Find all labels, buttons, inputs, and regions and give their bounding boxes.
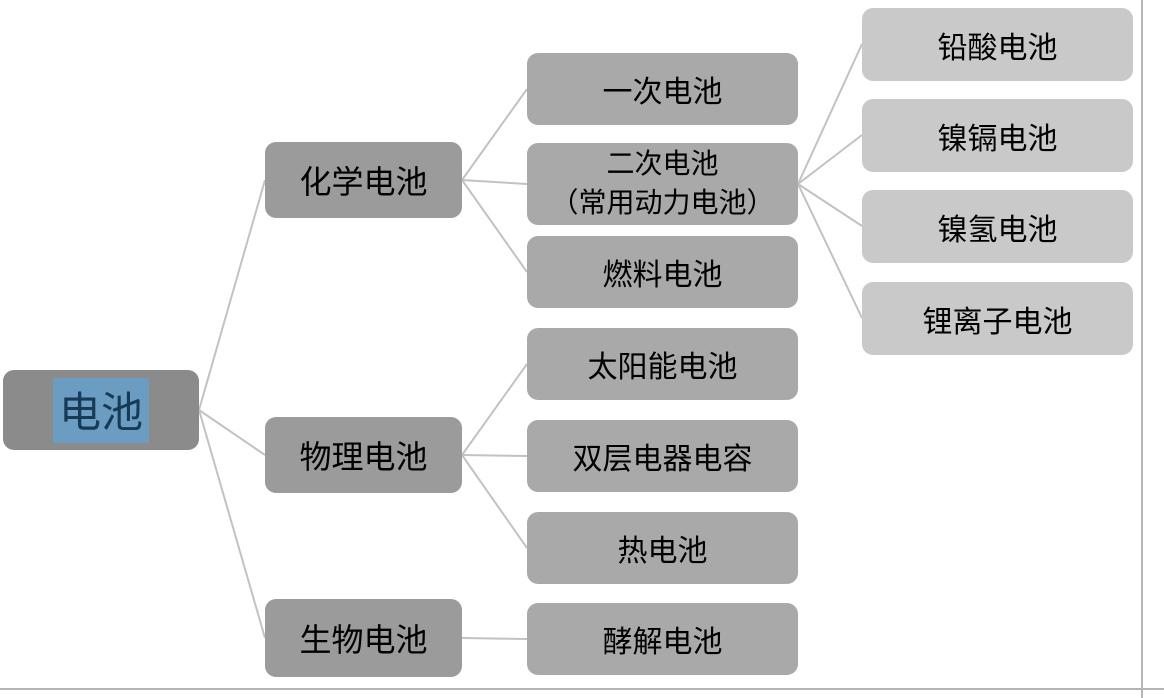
node-label-line1: 二次电池 [606, 148, 719, 180]
node-nickel-cadmium-battery[interactable]: 镍镉电池 [862, 99, 1133, 172]
node-label: 铅酸电池 [937, 31, 1058, 65]
node-label: 镍镉电池 [937, 122, 1058, 156]
node-lithium-ion-battery[interactable]: 锂离子电池 [862, 282, 1133, 355]
connector-root-physical [198, 409, 266, 456]
node-primary-battery[interactable]: 一次电池 [527, 53, 798, 125]
node-label-line2: （常用动力电池） [550, 188, 775, 219]
node-battery-root[interactable]: 电池 [3, 370, 199, 450]
page-edge-right [1141, 0, 1143, 698]
node-label: 物理电池 [299, 439, 428, 475]
node-label: 化学电池 [299, 164, 428, 200]
node-label: 热电池 [617, 535, 708, 568]
selected-text-highlight[interactable]: 电池 [52, 377, 149, 443]
connector-biological-fermentation [461, 637, 528, 640]
node-double-layer-capacitor[interactable]: 双层电器电容 [527, 420, 798, 492]
node-solar-cell[interactable]: 太阳能电池 [527, 328, 798, 400]
connector-chemical-primary [461, 88, 528, 181]
connector-root-biological [198, 409, 266, 639]
connector-physical-doublelayer [461, 454, 528, 457]
node-nickel-hydrogen-battery[interactable]: 镍氢电池 [862, 190, 1133, 263]
node-label: 燃料电池 [602, 259, 723, 292]
node-lead-acid-battery[interactable]: 铅酸电池 [862, 8, 1133, 81]
connector-chemical-secondary [461, 179, 528, 185]
node-label: 镍氢电池 [937, 213, 1058, 247]
connector-secondary-nimh [797, 183, 863, 227]
connector-root-chemical [198, 179, 266, 411]
node-secondary-battery[interactable]: 二次电池 （常用动力电池） [527, 143, 798, 225]
node-label: 一次电池 [602, 76, 723, 109]
node-label: 生物电池 [299, 622, 428, 658]
node-thermal-battery[interactable]: 热电池 [527, 512, 798, 584]
node-chemical-battery[interactable]: 化学电池 [265, 142, 462, 218]
node-label: 锂离子电池 [922, 305, 1073, 339]
node-label: 酵解电池 [602, 626, 723, 659]
connector-secondary-nicd [797, 134, 863, 185]
page-edge-bottom [0, 688, 1164, 690]
connector-physical-thermal [461, 454, 528, 549]
node-physical-battery[interactable]: 物理电池 [265, 417, 462, 493]
connector-physical-solar [461, 363, 528, 456]
connector-secondary-leadacid [797, 43, 863, 185]
node-label: 双层电器电容 [572, 443, 753, 476]
node-fuel-cell[interactable]: 燃料电池 [527, 236, 798, 308]
node-biological-battery[interactable]: 生物电池 [265, 599, 462, 677]
connector-chemical-fuel [461, 179, 528, 273]
node-label: 太阳能电池 [587, 351, 738, 384]
connector-secondary-liion [797, 183, 863, 319]
node-fermentation-battery[interactable]: 酵解电池 [527, 603, 798, 675]
